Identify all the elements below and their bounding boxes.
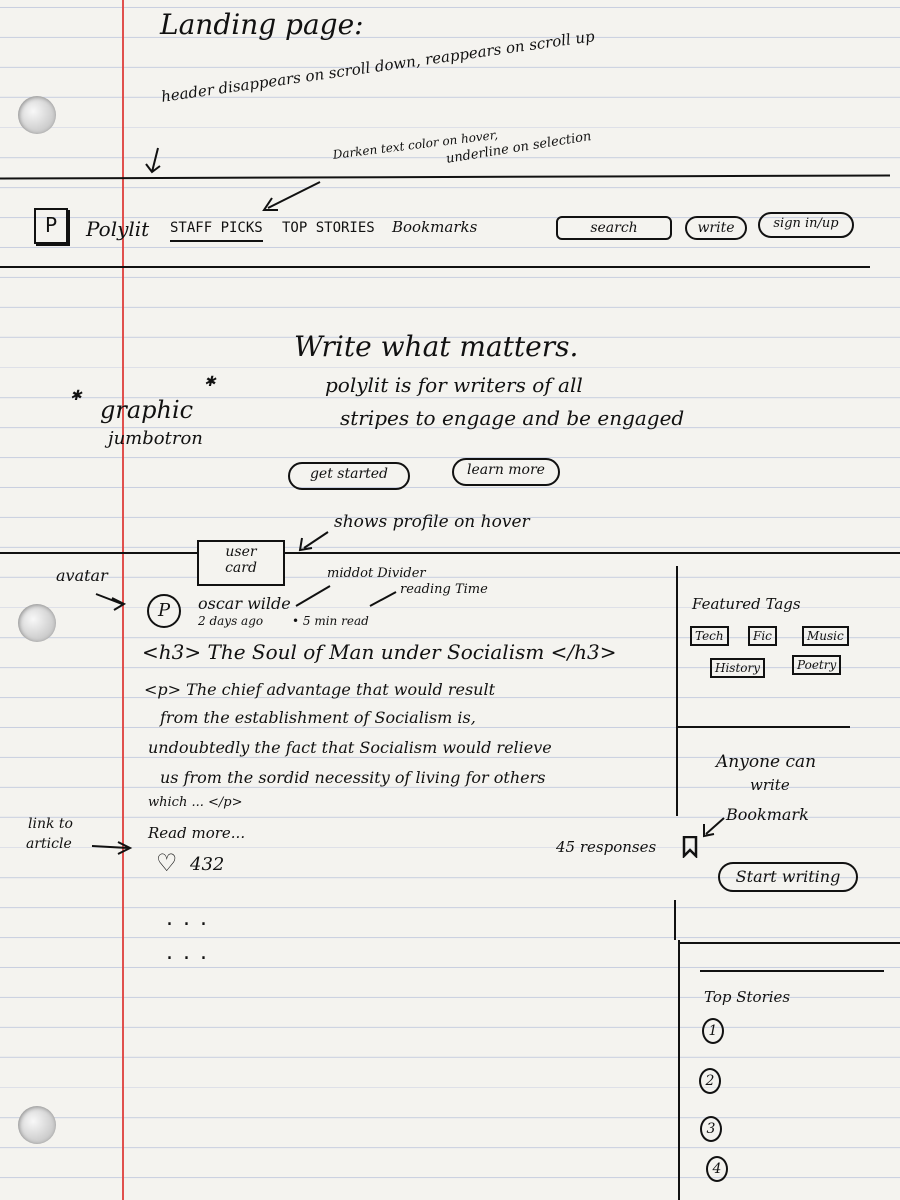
article-body-1: <p> The chief advantage that would resul… [144, 680, 496, 699]
nav-staff-picks[interactable]: STAFF PICKS [170, 220, 263, 242]
top-story-3[interactable]: 3 [700, 1116, 722, 1142]
top-story-1[interactable]: 1 [702, 1018, 724, 1044]
read-more-link[interactable]: Read more... [148, 824, 246, 842]
learn-more-button[interactable]: learn more [452, 458, 560, 486]
divider-note: middot Divider [327, 566, 426, 581]
sidebar-cta-text-2: write [750, 776, 790, 794]
bookmark-note: Bookmark [726, 805, 809, 824]
hero-subtitle-1: polylit is for writers of all [325, 373, 583, 397]
link-note-2: article [26, 836, 72, 852]
tag-tech[interactable]: Tech [690, 626, 729, 646]
binder-hole [18, 96, 56, 134]
start-writing-button[interactable]: Start writing [718, 862, 858, 892]
sparkle-icon: ✱ [70, 388, 82, 404]
logo-icon[interactable]: P [34, 208, 68, 244]
read-time: • 5 min read [292, 614, 369, 628]
avatar[interactable]: P [147, 594, 181, 628]
sidebar-divider [674, 900, 676, 940]
reading-note: reading Time [400, 582, 488, 597]
top-stories-title: Top Stories [704, 988, 791, 1006]
tag-fic[interactable]: Fic [748, 626, 777, 646]
sidebar-divider [676, 566, 678, 816]
hero-subtitle-2: stripes to engage and be engaged [340, 406, 685, 430]
sidebar-rule [678, 942, 900, 944]
link-note-1: link to [28, 816, 73, 832]
tag-music[interactable]: Music [802, 626, 849, 646]
article-body-4: us from the sordid necessity of living f… [160, 768, 546, 787]
responses-link[interactable]: 45 responses [556, 838, 657, 856]
page-title: Landing page: [160, 8, 364, 41]
avatar-note: avatar [56, 566, 108, 585]
jumbotron-note: jumbotron [108, 428, 203, 449]
sidebar-rule [676, 726, 850, 728]
tag-poetry[interactable]: Poetry [792, 655, 842, 675]
heart-icon[interactable]: ♡ [156, 849, 178, 877]
nav-top-stories[interactable]: TOP STORIES [282, 220, 375, 236]
sidebar-rule [700, 970, 884, 972]
like-count: 432 [190, 854, 225, 875]
author-name[interactable]: oscar wilde [198, 594, 291, 613]
sign-in-button[interactable]: sign in/up [758, 212, 854, 238]
bookmark-icon[interactable] [682, 835, 698, 862]
top-story-2[interactable]: 2 [699, 1068, 721, 1094]
featured-tags-title: Featured Tags [692, 595, 801, 613]
get-started-button[interactable]: get started [288, 462, 410, 490]
top-story-4[interactable]: 4 [706, 1156, 728, 1182]
search-button[interactable]: search [556, 216, 672, 240]
graphic-note: graphic [100, 396, 194, 424]
binder-hole [18, 1106, 56, 1144]
user-card-note: user card [197, 540, 285, 586]
write-button[interactable]: write [685, 216, 747, 240]
binder-hole [18, 604, 56, 642]
hover-note: shows profile on hover [334, 512, 530, 532]
nav-bookmarks[interactable]: Bookmarks [392, 218, 478, 236]
sidebar-cta-text-1: Anyone can [716, 752, 817, 772]
hero-headline: Write what matters. [294, 330, 579, 363]
article-body-3: undoubtedly the fact that Socialism woul… [148, 738, 552, 757]
header-top-rule [0, 174, 891, 180]
tag-history[interactable]: History [710, 658, 766, 678]
margin-line [122, 0, 124, 1200]
article-body-2: from the establishment of Socialism is, [160, 708, 476, 727]
user-card-note-2: card [225, 560, 257, 576]
header-bottom-rule [0, 266, 870, 268]
brand-name[interactable]: Polylit [86, 217, 150, 241]
sparkle-icon: ✱ [204, 374, 216, 390]
content-top-rule [0, 552, 900, 554]
article-body-5: which ... </p> [148, 795, 243, 810]
more-dots: ... [166, 906, 217, 931]
user-card-note-1: user [225, 544, 257, 560]
more-dots: ... [166, 940, 217, 965]
post-date: 2 days ago [198, 614, 264, 628]
article-title[interactable]: <h3> The Soul of Man under Socialism </h… [142, 640, 617, 664]
sidebar-divider [678, 940, 680, 1200]
